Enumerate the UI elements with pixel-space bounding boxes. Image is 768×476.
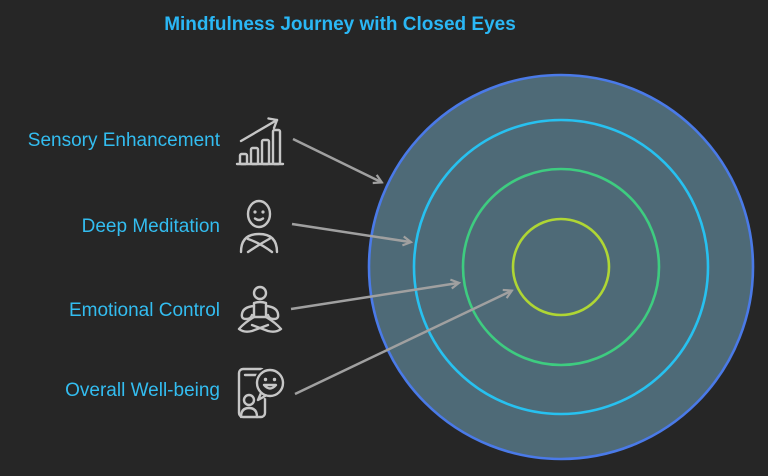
arrow-emotional-control (290, 283, 458, 311)
meditating-monk-icon (228, 199, 292, 255)
ring-inner-overall-well-being (511, 217, 611, 317)
label-overall-well-being: Overall Well-being (65, 380, 220, 401)
legend-row-sensory-enhancement: Sensory Enhancement (0, 113, 300, 169)
wellbeing-person-chat-icon (228, 363, 292, 419)
label-deep-meditation: Deep Meditation (81, 216, 220, 237)
label-sensory-enhancement: Sensory Enhancement (27, 130, 220, 151)
legend-row-emotional-control: Emotional Control (0, 283, 300, 339)
legend-row-overall-well-being: Overall Well-being (0, 363, 300, 419)
arrow-sensory-enhancement (292, 137, 381, 182)
legend-row-deep-meditation: Deep Meditation (0, 199, 300, 255)
ring-deep-meditation (412, 118, 710, 416)
arrow-deep-meditation (291, 222, 410, 242)
ring-outer-sensory-enhancement (367, 73, 755, 461)
label-emotional-control: Emotional Control (68, 300, 220, 321)
ring-emotional-control (461, 167, 661, 367)
lotus-pose-icon (228, 283, 292, 339)
bar-chart-growth-icon (228, 113, 292, 169)
arrow-overall-well-being (294, 291, 511, 396)
page-title: Mindfulness Journey with Closed Eyes (164, 14, 516, 35)
